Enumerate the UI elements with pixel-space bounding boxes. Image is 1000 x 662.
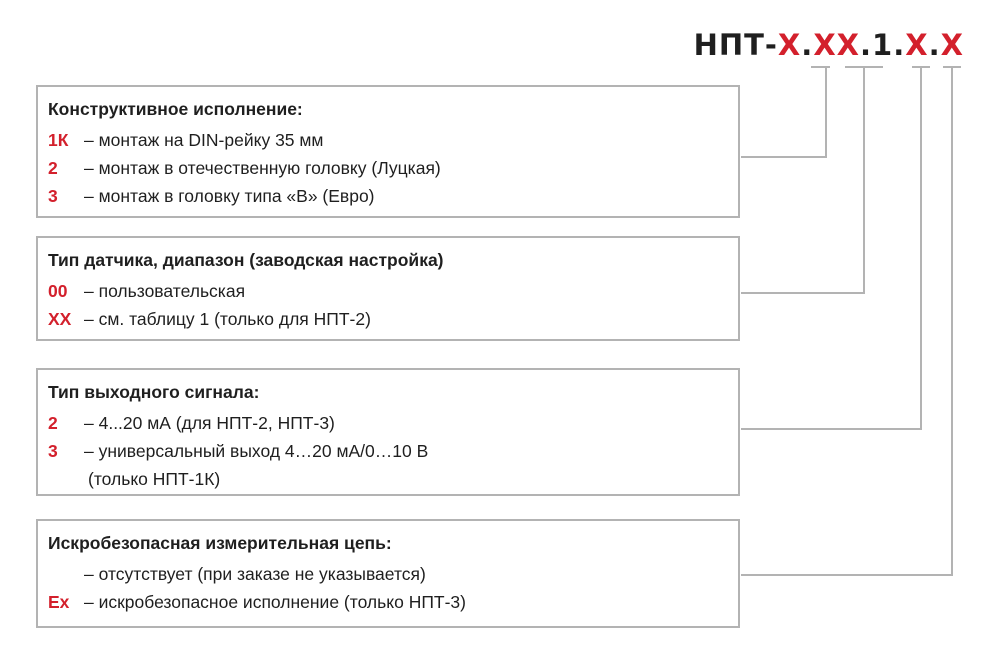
code-segment-construction: Х bbox=[777, 28, 802, 62]
list-item: 3 – монтаж в головку типа «В» (Евро) bbox=[48, 182, 738, 210]
code-segment-ex: Х bbox=[940, 28, 964, 62]
item-text: – монтаж в головку типа «В» (Евро) bbox=[84, 186, 375, 206]
code-segment-sensor: ХХ bbox=[813, 28, 861, 62]
section-sensor: Тип датчика, диапазон (заводская настрой… bbox=[36, 236, 740, 341]
item-text: – искробезопасное исполнение (только НПТ… bbox=[84, 592, 466, 612]
list-item: 3 – универсальный выход 4…20 мА/0…10 В bbox=[48, 437, 738, 465]
item-code: XX bbox=[48, 309, 72, 329]
list-item: 00 – пользовательская bbox=[48, 277, 738, 305]
code-prefix: НПТ- bbox=[693, 28, 778, 62]
list-item: 1К – монтаж на DIN-рейку 35 мм bbox=[48, 126, 738, 154]
item-code: 2 bbox=[48, 158, 58, 178]
item-code: Ex bbox=[48, 592, 70, 612]
item-continuation: (только НПТ-1К) bbox=[88, 469, 221, 489]
item-text: – пользовательская bbox=[84, 281, 246, 301]
item-text: – монтаж на DIN-рейку 35 мм bbox=[84, 130, 324, 150]
list-item: XX – см. таблицу 1 (только для НПТ-2) bbox=[48, 305, 738, 333]
section-title: Тип выходного сигнала: bbox=[48, 382, 260, 402]
item-text: – отсутствует (при заказе не указывается… bbox=[84, 564, 426, 584]
item-text: – см. таблицу 1 (только для НПТ-2) bbox=[84, 309, 371, 329]
connector-output bbox=[741, 67, 922, 430]
model-code: НПТ-Х.ХХ.1.Х.Х bbox=[694, 27, 964, 63]
section-title: Тип датчика, диапазон (заводская настрой… bbox=[48, 250, 444, 270]
item-text: – универсальный выход 4…20 мА/0…10 В bbox=[84, 441, 429, 461]
list-item: Ex – искробезопасное исполнение (только Н… bbox=[48, 588, 738, 616]
code-middle: .1. bbox=[860, 28, 906, 62]
item-text: – 4...20 мА (для НПТ-2, НПТ-3) bbox=[84, 413, 335, 433]
list-item: 2 – 4...20 мА (для НПТ-2, НПТ-3) bbox=[48, 409, 738, 437]
section-title: Конструктивное исполнение: bbox=[48, 99, 303, 119]
section-title: Искробезопасная измерительная цепь: bbox=[48, 533, 392, 553]
code-segment-output: Х bbox=[905, 28, 929, 62]
code-dot: . bbox=[928, 28, 941, 62]
item-code: 2 bbox=[48, 413, 58, 433]
section-construction: Конструктивное исполнение: 1К – монтаж на… bbox=[36, 85, 740, 218]
item-code: 00 bbox=[48, 281, 68, 301]
connector-construction bbox=[741, 67, 827, 158]
item-code: 3 bbox=[48, 441, 58, 461]
code-dot: . bbox=[801, 28, 814, 62]
item-code: 1К bbox=[48, 130, 69, 150]
connector-sensor bbox=[741, 67, 865, 294]
list-item: – отсутствует (при заказе не указывается… bbox=[48, 560, 738, 588]
section-intrinsic-safety: Искробезопасная измерительная цепь: – от… bbox=[36, 519, 740, 628]
connector-ex bbox=[741, 67, 953, 576]
list-item: 2 – монтаж в отечественную головку (Луцка… bbox=[48, 154, 738, 182]
item-text: – монтаж в отечественную головку (Луцкая… bbox=[84, 158, 441, 178]
item-code: 3 bbox=[48, 186, 58, 206]
section-output: Тип выходного сигнала: 2 – 4...20 мА (для… bbox=[36, 368, 740, 496]
